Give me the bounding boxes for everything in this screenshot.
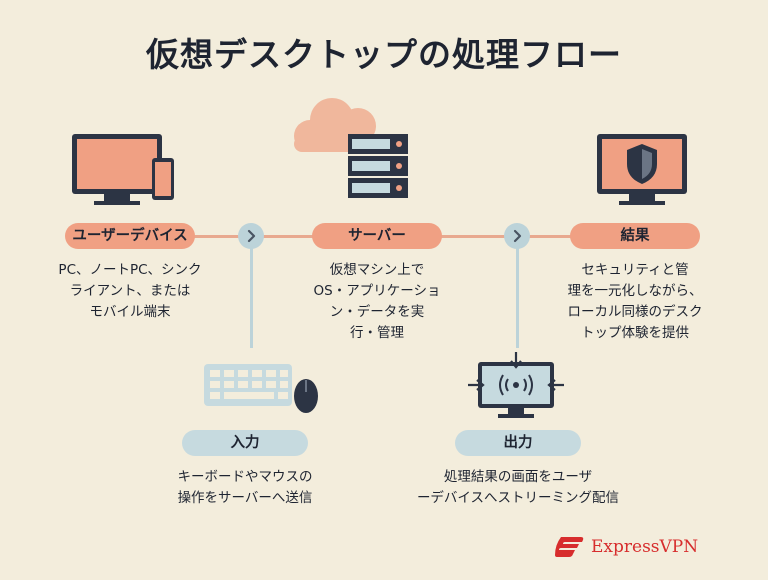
step-result-label: 結果 — [570, 223, 700, 249]
brand-name: ExpressVPN — [591, 537, 699, 557]
monitor-phone-icon — [70, 132, 190, 216]
step-output-description: 処理結果の画面をユーザ ーデバイスへストリーミング配信 — [416, 469, 620, 506]
expressvpn-logo-icon — [555, 537, 584, 557]
flow-line-output — [516, 248, 519, 348]
step-input-description: キーボードやマウスの 操作をサーバーへ送信 — [177, 469, 313, 506]
keyboard-mouse-icon — [202, 360, 322, 420]
expressvpn-logo: ExpressVPN — [555, 532, 698, 562]
flow-line-input — [250, 248, 253, 348]
monitor-shield-icon — [595, 132, 695, 216]
step-input-label: 入力 — [182, 430, 308, 456]
chevron-right-icon — [504, 223, 530, 249]
step-server-label: サーバー — [312, 223, 442, 249]
chevron-right-icon — [238, 223, 264, 249]
step-output-label: 出力 — [455, 430, 581, 456]
step-result-description: セキュリティと管 理を一元化しながら、 ローカル同様のデスク トップ体験を提供 — [567, 262, 703, 341]
step-server-description: 仮想マシン上で OS・アプリケーショ ン・データを実 行・管理 — [313, 262, 441, 341]
server-cloud-icon — [282, 92, 422, 211]
page-title: 仮想デスクトップの処理フロー — [146, 35, 622, 74]
monitor-stream-icon — [468, 352, 564, 428]
step-device-label: ユーザーデバイス — [65, 223, 195, 249]
step-device-description: PC、ノートPC、シンク ライアント、または モバイル端末 — [58, 262, 202, 320]
